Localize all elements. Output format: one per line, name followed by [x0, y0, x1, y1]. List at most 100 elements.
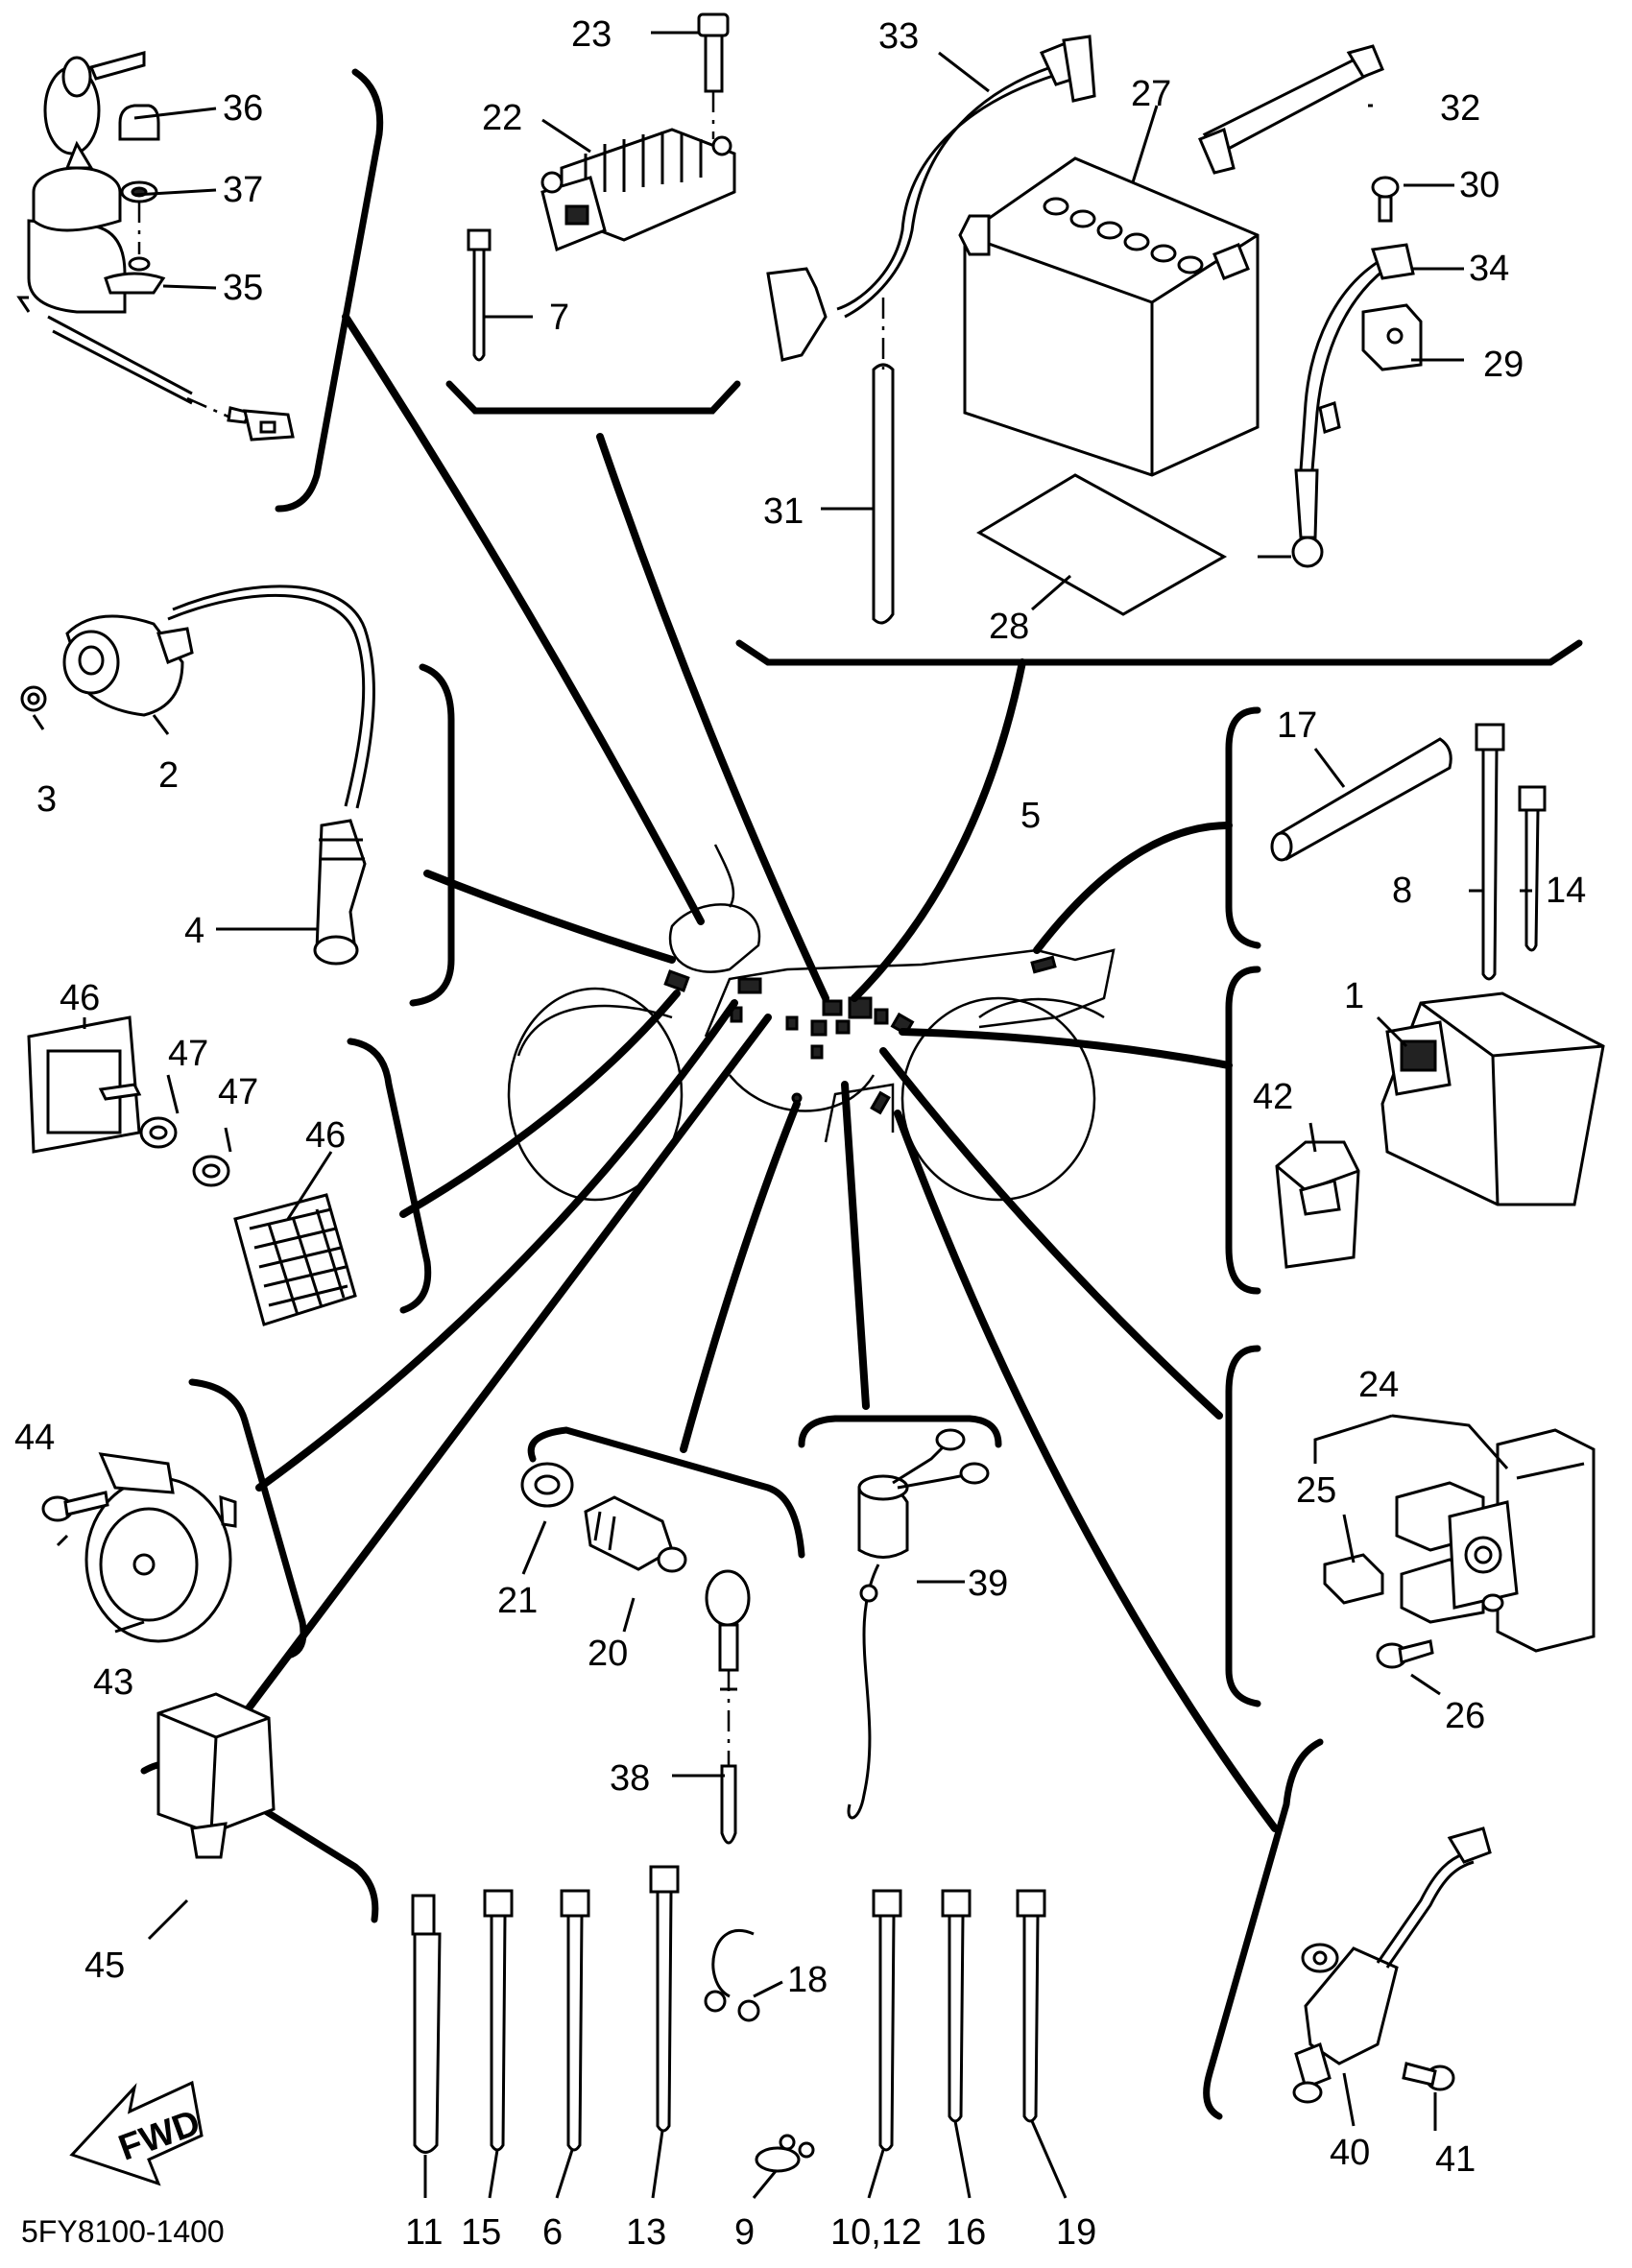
- label-10-12: 10,12: [830, 2212, 922, 2253]
- cable-tie-icon-19: [1016, 1889, 1046, 2123]
- ignition-coil-icon: [62, 585, 375, 809]
- label-36: 36: [223, 88, 263, 129]
- nut-icon: [139, 1116, 178, 1149]
- label-15: 15: [461, 2212, 501, 2253]
- label-27: 27: [1131, 74, 1171, 114]
- cable-tie-icon-10: [872, 1889, 902, 2152]
- label-44: 44: [14, 1418, 55, 1458]
- label-2: 2: [158, 755, 179, 796]
- label-46b: 46: [305, 1115, 346, 1156]
- label-23: 23: [571, 14, 612, 55]
- reflector-rear-icon: [27, 1015, 142, 1154]
- label-11: 11: [405, 2212, 443, 2253]
- battery-bracket-icon: [1361, 303, 1423, 371]
- cable-tie-icon: [467, 228, 492, 362]
- label-25: 25: [1296, 1470, 1336, 1511]
- starter-relay-assy-icon: [1395, 1428, 1596, 1653]
- hose-icon: [1270, 737, 1452, 862]
- label-pointers: [32, 31, 1532, 2199]
- cable-tie-icon-15: [483, 1889, 514, 2152]
- battery-band-icon: [1198, 44, 1384, 175]
- reflector-side-icon: [233, 1193, 357, 1326]
- cable-tie-icon-6: [560, 1889, 590, 2152]
- flasher-relay-icon: [1275, 1140, 1360, 1269]
- label-5: 5: [1020, 796, 1041, 836]
- battery-pad-icon: [976, 473, 1228, 616]
- label-9: 9: [734, 2212, 755, 2253]
- label-28: 28: [989, 607, 1029, 647]
- label-32: 32: [1440, 88, 1480, 129]
- screw-icon: [20, 685, 47, 712]
- switch-lead-icon: [705, 1569, 751, 1845]
- cable-tie-icon-14: [1518, 785, 1547, 952]
- label-30: 30: [1459, 165, 1500, 205]
- vehicle-outline: [507, 844, 1116, 1202]
- label-34: 34: [1469, 249, 1509, 289]
- label-47a: 47: [168, 1034, 208, 1074]
- label-29: 29: [1483, 345, 1524, 385]
- label-39: 39: [968, 1564, 1008, 1604]
- label-18: 18: [787, 1960, 828, 2000]
- cable-tie-icon-16: [941, 1889, 972, 2123]
- label-3: 3: [36, 779, 57, 820]
- breather-pipe-icon: [872, 298, 895, 625]
- clamp-icon-18: [704, 1929, 760, 2022]
- rectifier-regulator-icon: [540, 128, 736, 252]
- sender-bolt-icon: [1402, 2062, 1455, 2091]
- label-22: 22: [482, 98, 522, 138]
- nut-icon-2: [192, 1155, 230, 1187]
- label-40: 40: [1330, 2133, 1370, 2173]
- label-21: 21: [497, 1581, 538, 1621]
- label-24: 24: [1358, 1365, 1399, 1405]
- label-13: 13: [626, 2212, 666, 2253]
- label-45: 45: [84, 1946, 125, 1986]
- label-41: 41: [1435, 2139, 1476, 2180]
- level-switch-icon: [847, 1428, 990, 1820]
- horn-icon: [84, 1452, 237, 1643]
- fwd-arrow-icon: FWD: [69, 2080, 205, 2186]
- label-35: 35: [223, 268, 263, 308]
- label-47b: 47: [218, 1072, 258, 1112]
- label-16: 16: [946, 2212, 986, 2253]
- label-8: 8: [1392, 871, 1412, 911]
- spark-plug-cap-icon: [313, 819, 367, 966]
- horn-bolt-icon: [41, 1491, 109, 1522]
- label-46a: 46: [60, 978, 100, 1018]
- battery-icon: [958, 156, 1260, 477]
- label-19: 19: [1056, 2212, 1096, 2253]
- label-42: 42: [1253, 1077, 1293, 1117]
- leader-lines: [169, 313, 1279, 1832]
- label-6: 6: [542, 2212, 563, 2253]
- cable-band-icon: [411, 1894, 442, 2154]
- label-31: 31: [763, 491, 804, 532]
- neutral-switch-icon: [584, 1495, 687, 1573]
- label-1: 1: [1344, 976, 1364, 1016]
- part-labels: 36 37 35 23 22 7 33 27 32 30 34 29 31 28…: [14, 14, 1586, 2253]
- label-38: 38: [610, 1758, 650, 1799]
- label-26: 26: [1445, 1696, 1485, 1736]
- label-17: 17: [1277, 705, 1317, 746]
- label-20: 20: [588, 1634, 628, 1674]
- main-switch-icon: [16, 51, 295, 442]
- label-33: 33: [878, 16, 919, 57]
- diagram-code: 5FY8100-1400: [21, 2214, 225, 2249]
- label-43: 43: [93, 1662, 133, 1703]
- relay-bolt-icon: [1376, 1639, 1434, 1669]
- bolt-icon: [697, 12, 730, 139]
- fuel-sender-icon: [1292, 1826, 1492, 2104]
- cable-tie-icon-13: [649, 1865, 680, 2133]
- label-4: 4: [184, 911, 204, 951]
- label-7: 7: [549, 298, 569, 338]
- cdi-unit-icon: [1380, 991, 1605, 1206]
- clamp-icon-9: [755, 2134, 815, 2173]
- label-37: 37: [223, 170, 263, 210]
- negative-lead-icon: [1291, 243, 1415, 568]
- terminal-bolt-icon: [1371, 176, 1400, 223]
- label-14: 14: [1546, 871, 1586, 911]
- cable-tie-icon-8: [1475, 723, 1505, 981]
- fuse-icon: [1323, 1553, 1384, 1605]
- gasket-icon: [520, 1462, 574, 1508]
- battery-cable-icon: [766, 35, 1096, 362]
- group-brackets: [140, 68, 1583, 2120]
